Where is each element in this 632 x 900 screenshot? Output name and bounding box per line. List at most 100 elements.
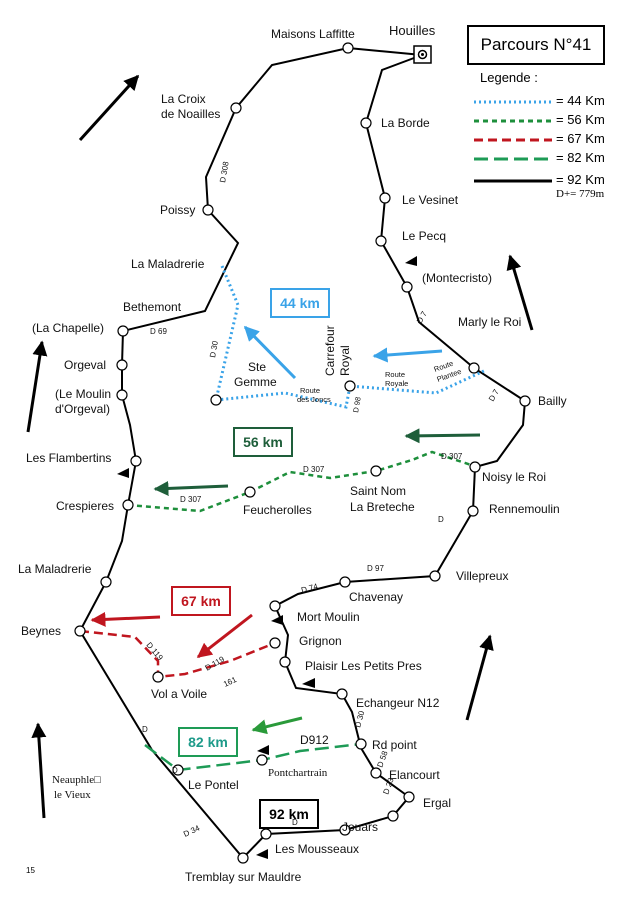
legend-item-44: = 44 Km [474,93,605,108]
town-poissy: Poissy [160,203,195,217]
arrow-67-a [90,611,161,627]
town-vol-a-voile: Vol a Voile [151,687,207,701]
km-box-82: 82 km [178,727,238,757]
legend-title: Legende : [480,70,538,85]
town-maisons-laffitte: Maisons Laffitte [271,27,355,41]
town-rennemoulin: Rennemoulin [489,502,560,516]
svg-text:D: D [172,766,178,775]
svg-text:D 30: D 30 [208,340,220,359]
town-pontchartrain: Pontchartrain [268,767,328,779]
svg-text:des Joncs: des Joncs [297,395,331,404]
km-box-56: 56 km [233,427,293,457]
town-carrefour-1: Carrefour [323,325,337,376]
town-elancourt: Elancourt [389,768,440,782]
town-neauphle-1: Neauphle□ [52,774,101,786]
route-44km [214,265,487,409]
town-saint-nom-2: La Breteche [350,500,415,514]
arrow-44-a [243,325,297,380]
town-montecristo: (Montecristo) [422,271,492,285]
town-houilles: Houilles [389,23,436,38]
legend-item-67: = 67 Km [474,131,605,146]
town-saint-nom-1: Saint Nom [350,484,406,498]
town-echangeur-n12: Echangeur N12 [356,696,440,710]
town-markers [74,42,531,864]
svg-text:Route: Route [300,386,320,395]
svg-text:D 98: D 98 [351,396,363,413]
arrow-82 [251,716,303,735]
svg-text:Royale: Royale [385,379,408,388]
town-chavenay: Chavenay [349,590,403,604]
svg-text:D 7: D 7 [487,387,501,403]
elevation-gain: D+= 779m [556,188,605,200]
svg-text:D 308: D 308 [218,160,231,183]
hill-markers [117,256,417,859]
route-56km [127,450,478,513]
svg-text:D 307: D 307 [303,465,325,474]
town-mort-moulin: Mort Moulin [297,610,360,624]
km-box-67: 67 km [171,586,231,616]
town-ste-gemme-2: Gemme [234,375,277,389]
page-number: 15 [26,866,35,875]
town-villepreux: Villepreux [456,569,508,583]
town-noisy-le-roi: Noisy le Roi [482,470,546,484]
town-rd-point: Rd point [372,738,417,752]
km-box-92: 92 km [259,799,319,829]
town-croix-1: La Croix [161,92,206,106]
town-crespieres: Crespieres [56,499,114,513]
arrow-67-b [196,613,253,659]
svg-text:D: D [292,818,298,827]
svg-text:161: 161 [222,675,238,689]
svg-text:D 119: D 119 [204,654,227,672]
direction-arrows-black [26,74,534,819]
route-67km [79,629,276,679]
legend: Legende : = 44 Km = 56 Km = 67 Km = 82 K… [472,68,622,208]
svg-text:D 58: D 58 [375,749,389,768]
town-le-vesinet: Le Vesinet [402,193,459,207]
svg-text:D 34: D 34 [182,823,202,839]
svg-text:D912: D912 [300,733,329,747]
svg-text:D: D [142,725,148,734]
town-la-maladrerie-1: La Maladrerie [131,257,205,271]
svg-text:Route: Route [385,370,405,379]
svg-text:D 30: D 30 [353,709,366,728]
town-moulin-2: d'Orgeval) [55,402,110,416]
town-carrefour-2: Royal [338,345,352,376]
town-la-maladrerie-2: La Maladrerie [18,562,92,576]
town-les-mousseaux: Les Mousseaux [275,842,359,856]
town-bailly: Bailly [538,394,567,408]
town-plaisir: Plaisir Les Petits Pres [305,659,422,673]
map-title: Parcours N°41 [467,25,605,65]
town-le-pecq: Le Pecq [402,229,446,243]
town-marly-le-roi: Marly le Roi [458,315,521,329]
town-ergal: Ergal [423,796,451,810]
arrow-56-b [153,480,229,496]
town-beynes: Beynes [21,624,61,638]
town-le-pontel: Le Pontel [188,778,239,792]
town-orgeval: Orgeval [64,358,106,372]
svg-text:D: D [438,515,444,524]
svg-text:D 74: D 74 [300,582,319,595]
town-ste-gemme-1: Ste [248,360,266,374]
svg-text:D 97: D 97 [367,564,384,573]
legend-item-56: = 56 Km [474,112,605,127]
svg-text:D 69: D 69 [150,327,167,336]
svg-text:D 307: D 307 [180,495,202,504]
town-croix-2: de Noailles [161,107,220,121]
town-les-flambertins: Les Flambertins [26,451,111,465]
town-la-borde: La Borde [381,116,430,130]
arrow-44-b [372,347,443,363]
legend-item-82: = 82 Km [474,150,605,165]
town-feucherolles: Feucherolles [243,503,312,517]
svg-text:D 7: D 7 [415,309,429,325]
town-bethemont: Bethemont [123,300,182,314]
town-tremblay: Tremblay sur Mauldre [185,870,302,884]
town-jouars: Jouars [342,820,378,834]
town-la-chapelle: (La Chapelle) [32,321,104,335]
town-neauphle-2: le Vieux [54,789,91,801]
town-grignon: Grignon [299,634,342,648]
legend-item-92: = 92 Km [474,172,605,187]
arrow-56-a [404,428,481,444]
town-labels: Houilles Maisons Laffitte La Croix de No… [18,23,567,884]
svg-text:D 307: D 307 [441,452,463,461]
